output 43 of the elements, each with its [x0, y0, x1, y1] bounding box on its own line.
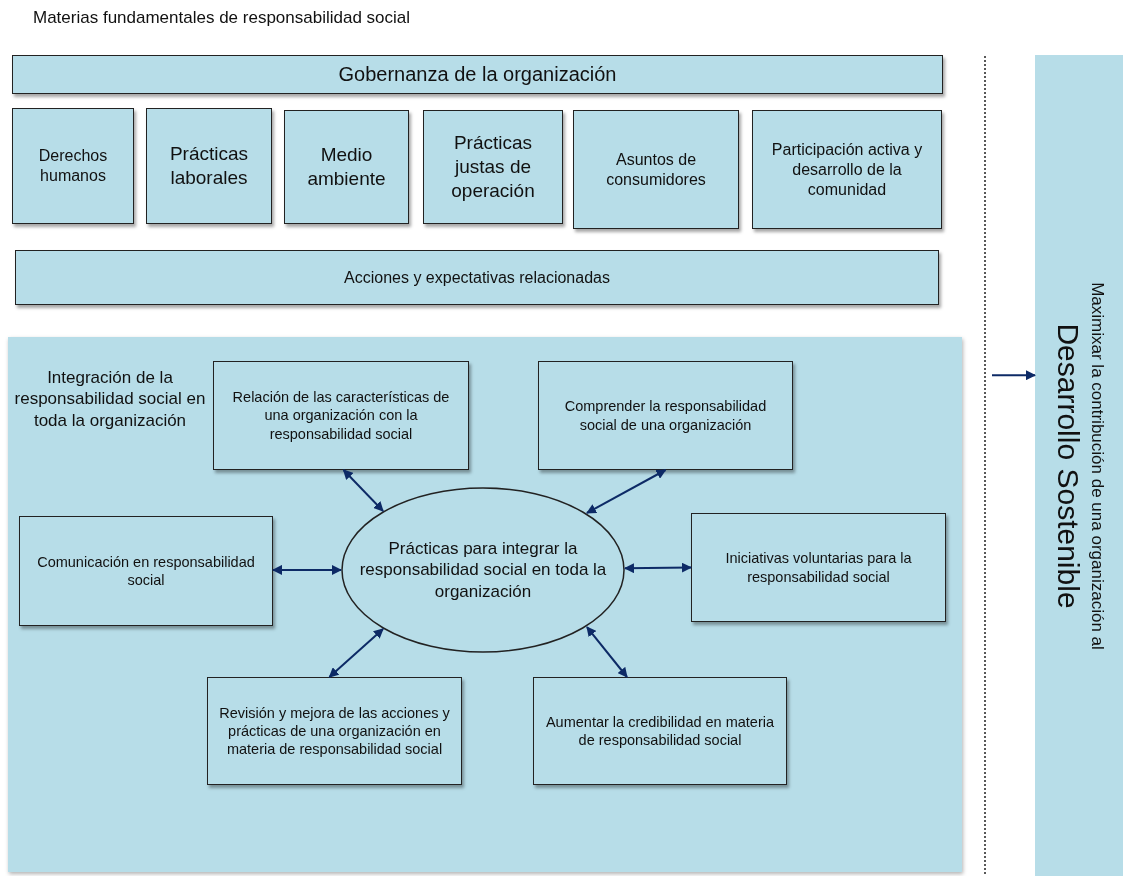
node-text: Aumentar la credibilidad en materia de responsabilidad social	[544, 712, 776, 750]
process-box	[12, 55, 943, 94]
process-box	[12, 108, 134, 224]
arrow	[991, 370, 1036, 381]
node-text: Gobernanza de la organización	[337, 62, 618, 87]
process-box	[213, 361, 469, 470]
node-text: Prácticas justas de operación	[450, 131, 536, 203]
process-box	[284, 110, 409, 224]
process-box	[538, 361, 793, 470]
node-text: Derechos humanos	[37, 146, 109, 186]
double-arrow	[585, 626, 628, 678]
process-box	[752, 110, 942, 229]
process-box	[15, 250, 939, 305]
node-text: Revisión y mejora de las acciones y prácticas de una organización en materia de responsabilidad social	[218, 703, 451, 759]
node-text: Comunicación en responsabilidad social	[36, 552, 256, 590]
process-ellipse	[341, 487, 625, 653]
node-text: Acciones y expectativas relacionadas	[343, 267, 611, 288]
process-box	[207, 677, 462, 785]
node-text: Comprender la responsabilidad social de una organización	[563, 397, 768, 434]
double-arrow	[342, 469, 385, 512]
node-text: Iniciativas voluntarias para la responsabilidad social	[724, 549, 913, 586]
double-arrow	[624, 562, 692, 574]
node-text: Medio ambiente	[306, 143, 387, 191]
outcome-panel	[1035, 55, 1123, 876]
double-arrow	[585, 469, 667, 514]
double-arrow	[328, 628, 385, 678]
node-text: Asuntos de consumidores	[605, 149, 707, 190]
node-text: Prácticas para integrar la responsabilidad social en toda la organización	[358, 538, 608, 602]
node-text: Participación activa y desarrollo de la comunidad	[770, 139, 924, 200]
process-box	[146, 108, 272, 224]
node-text: Desarrollo Sostenible	[1051, 322, 1087, 609]
process-box	[573, 110, 739, 229]
process-box	[691, 513, 946, 622]
group-heading: Integración de la responsabilidad social en toda la organización	[13, 367, 207, 431]
node-text: Prácticas laborales	[168, 142, 250, 190]
process-box	[19, 516, 273, 626]
node-text: Maximixar la contribución de una organización al	[1087, 281, 1109, 650]
diagram-title: Materias fundamentales de responsabilidad social	[33, 8, 411, 28]
node-text: Relación de las características de una organización con la responsabilidad social	[231, 388, 451, 443]
double-arrow	[272, 564, 342, 575]
process-box	[533, 677, 787, 785]
process-box	[423, 110, 563, 224]
group-panel	[8, 337, 962, 872]
